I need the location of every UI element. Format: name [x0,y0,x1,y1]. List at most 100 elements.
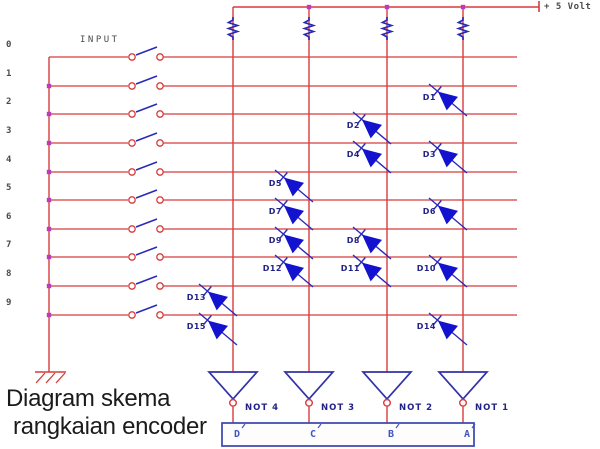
power-rail-label: + 5 Volt [544,2,592,12]
junction-dot [384,4,390,10]
switch-contact [128,110,136,118]
slide-title-line2: rangkaian encoder [13,413,207,440]
switch-contact [156,53,164,61]
diode-D14: D14 [417,312,468,346]
diode-D11: D11 [341,254,392,288]
diode-label-D10: D10 [417,264,436,273]
junction-dot [46,283,52,289]
junction-dot [46,226,52,232]
output-letter-B: B [388,429,394,440]
switch-3 [128,132,164,147]
diode-D6: D6 [423,197,468,231]
diode-label-D8: D8 [347,236,360,245]
diode-cathode-bar [202,286,212,297]
switch-4 [128,161,164,176]
switch-lever [135,103,158,113]
switch-contact [128,311,136,319]
not-gate-label: NOT 3 [321,403,355,413]
switch-9 [128,304,164,319]
inverter-bubble [383,398,392,407]
switch-lever [135,161,158,171]
output-letter-C: C [310,429,316,440]
junction-dot [460,4,466,10]
diode-cathode-bar [278,257,288,268]
switch-contact [128,139,136,147]
row-label-4: 4 [6,155,12,165]
diode-cathode-bar [432,315,442,326]
input-section-label: INPUT [80,35,120,45]
diode-D9: D9 [269,226,314,260]
output-box [221,422,475,447]
diode-cathode-bar [202,315,212,326]
diode-label-D1: D1 [423,93,436,102]
output-letter-prime-tick [241,423,246,429]
diode-D15: D15 [187,312,238,346]
switch-contact [156,168,164,176]
diode-triangle [361,148,382,168]
diode-triangle [207,320,228,340]
diode-triangle [437,91,458,111]
not-gate-triangle [437,371,489,401]
diode-triangle [283,177,304,197]
switch-lever [135,75,158,85]
diode-triangle [283,262,304,282]
row-label-3: 3 [6,126,11,136]
diode-cathode-bar [278,229,288,240]
diode-D2: D2 [347,111,392,145]
not-gate-triangle [283,371,335,401]
junction-dot [46,83,52,89]
switch-lever [135,275,158,285]
diode-label-D12: D12 [263,264,282,273]
resistor-C [301,17,317,40]
output-letter-prime-tick [471,423,476,429]
row-label-5: 5 [6,183,11,193]
switch-7 [128,246,164,261]
diode-triangle [437,205,458,225]
diode-triangle [283,205,304,225]
switch-8 [128,275,164,290]
resistor-B [379,17,395,40]
diode-cathode-bar [356,143,366,154]
diode-triangle [207,291,228,311]
diode-D7: D7 [269,197,314,231]
diode-D13: D13 [187,283,238,317]
diode-label-D13: D13 [187,293,206,302]
inverter-bubble [305,398,314,407]
diode-cathode-bar [432,257,442,268]
output-letter-prime-tick [395,423,400,429]
diode-cathode-bar [432,86,442,97]
switch-contact [128,282,136,290]
diode-D10: D10 [417,254,468,288]
switch-contact [128,168,136,176]
diode-triangle [361,119,382,139]
diode-triangle [361,234,382,254]
diode-label-D15: D15 [187,322,206,331]
diode-cathode-bar [432,200,442,211]
resistor-A [455,17,471,40]
diode-triangle [283,234,304,254]
switch-lever [135,246,158,256]
diode-label-D2: D2 [347,121,360,130]
switch-2 [128,103,164,118]
switch-contact [156,282,164,290]
not-gate-4: NOT 4 [207,371,278,413]
switch-contact [156,82,164,90]
not-gate-triangle [207,371,259,401]
inverter-bubble [459,398,468,407]
row-label-0: 0 [6,40,11,50]
row-label-7: 7 [6,240,11,250]
diode-label-D4: D4 [347,150,360,159]
inverter-bubble [228,398,237,407]
not-gate-label: NOT 2 [399,403,433,413]
switch-contact [156,311,164,319]
diode-label-D5: D5 [269,179,282,188]
switch-contact [156,196,164,204]
diode-cathode-bar [432,143,442,154]
diode-triangle [437,320,458,340]
switch-lever [135,304,158,314]
diode-cathode-bar [356,229,366,240]
not-gate-label: NOT 1 [475,403,509,413]
switch-contact [128,253,136,261]
